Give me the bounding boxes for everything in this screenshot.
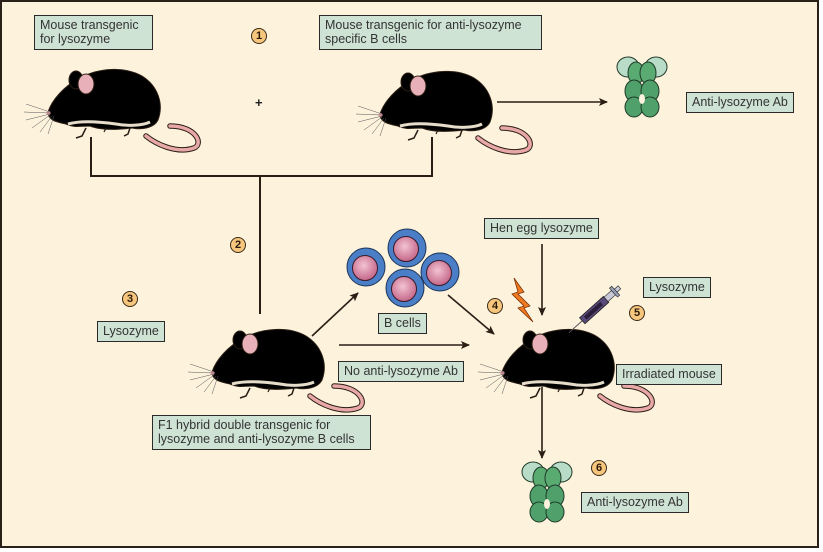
label-b-cells: B cells [378,313,427,334]
white-mouse-icon [24,69,198,149]
label-line: for lysozyme [40,32,111,46]
brown-mouse-icon [356,71,530,151]
label-line: Mouse transgenic for anti-lysozyme [325,18,522,32]
syringe-icon [568,285,622,334]
antibody-icon [616,56,668,118]
lightning-icon [511,277,534,323]
tan-mouse-icon [188,329,362,409]
step-badge-6: 6 [591,460,607,476]
step-badge-5: 5 [629,305,645,321]
label-lysozyme-left: Lysozyme [97,321,165,342]
label-irradiated-mouse: Irradiated mouse [616,364,722,385]
step-badge-4: 4 [487,298,503,314]
label-anti-lysozyme-ab-top: Anti-lysozyme Ab [686,92,794,113]
cross-connector [90,137,433,314]
cross-plus-sign: + [255,95,263,110]
label-anti-lysozyme-ab-bottom: Anti-lysozyme Ab [581,492,689,513]
label-hen-egg-lysozyme: Hen egg lysozyme [484,218,599,239]
label-lysozyme-mouse: Mouse transgenic for lysozyme [34,15,153,50]
arrow-b-cells-to-irradiated [447,294,495,335]
label-no-anti-lysozyme-ab: No anti-lysozyme Ab [338,361,464,382]
step-badge-3: 3 [122,291,138,307]
antibody-icon [521,461,573,523]
step-badge-1: 1 [251,28,267,44]
label-line: lysozyme and anti-lysozyme B cells [158,432,355,446]
arrow-to-b-cells [311,292,359,337]
label-antilysozyme-bcell-mouse: Mouse transgenic for anti-lysozyme speci… [319,15,542,50]
label-f1-hybrid: F1 hybrid double transgenic for lysozyme… [152,415,371,450]
label-line: specific B cells [325,32,407,46]
b-cell-icon [387,228,427,268]
label-lysozyme-injection: Lysozyme [643,277,711,298]
label-line: F1 hybrid double transgenic for [158,418,331,432]
step-badge-2: 2 [230,237,246,253]
b-cell-icon [346,247,386,287]
label-line: Mouse transgenic [40,18,139,32]
b-cell-icon [385,268,425,308]
b-cell-icon [420,252,460,292]
